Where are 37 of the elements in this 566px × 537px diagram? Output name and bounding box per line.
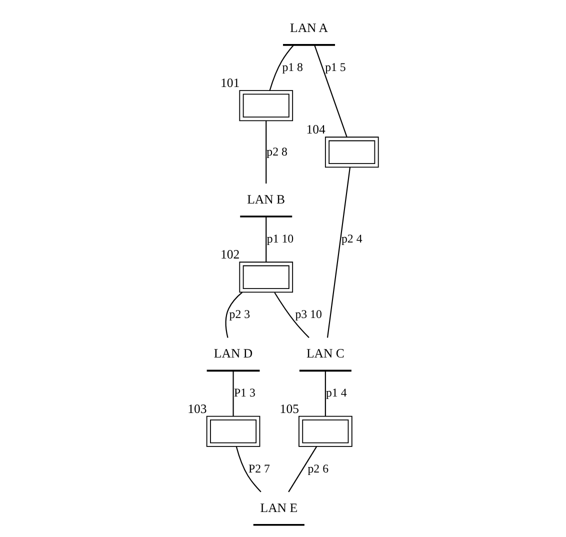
connector [326, 167, 351, 338]
node-box [324, 136, 379, 168]
connector [225, 292, 243, 338]
node-label: 104 [306, 122, 326, 137]
edge-label: p2 3 [229, 307, 250, 322]
edge-label: p2 6 [308, 461, 329, 476]
node-text: LAN A [290, 20, 328, 35]
node-label: 101 [220, 76, 240, 90]
node-box [239, 262, 294, 293]
connector [266, 121, 267, 184]
edge-label: P1 3 [234, 386, 256, 400]
edge-label: p1 5 [325, 60, 346, 74]
connector [269, 44, 294, 91]
connector [314, 44, 348, 137]
node-text: LAN C [306, 346, 344, 361]
node-label: 103 [188, 402, 207, 416]
edge-label: p2 8 [266, 144, 288, 158]
edge-label: p2 4 [342, 231, 362, 246]
node-box [206, 416, 260, 447]
edge-label: P2 7 [248, 461, 270, 476]
edge-label: p1 4 [326, 386, 347, 400]
node-box [239, 90, 294, 122]
connector [266, 216, 267, 262]
connector [288, 446, 318, 492]
node-label: 102 [220, 248, 240, 262]
connector [236, 446, 262, 492]
node-text: LAN D [214, 346, 253, 361]
connector [232, 370, 234, 416]
edge-label: p3 10 [295, 307, 322, 322]
node-text: LAN B [247, 192, 286, 206]
connector [274, 292, 310, 338]
node-text: LAN E [260, 500, 298, 515]
connector [324, 370, 326, 416]
edge-label: p1 10 [266, 231, 294, 246]
node-box [298, 416, 352, 447]
edge-label: p1 8 [282, 60, 303, 74]
node-label: 105 [280, 402, 299, 416]
